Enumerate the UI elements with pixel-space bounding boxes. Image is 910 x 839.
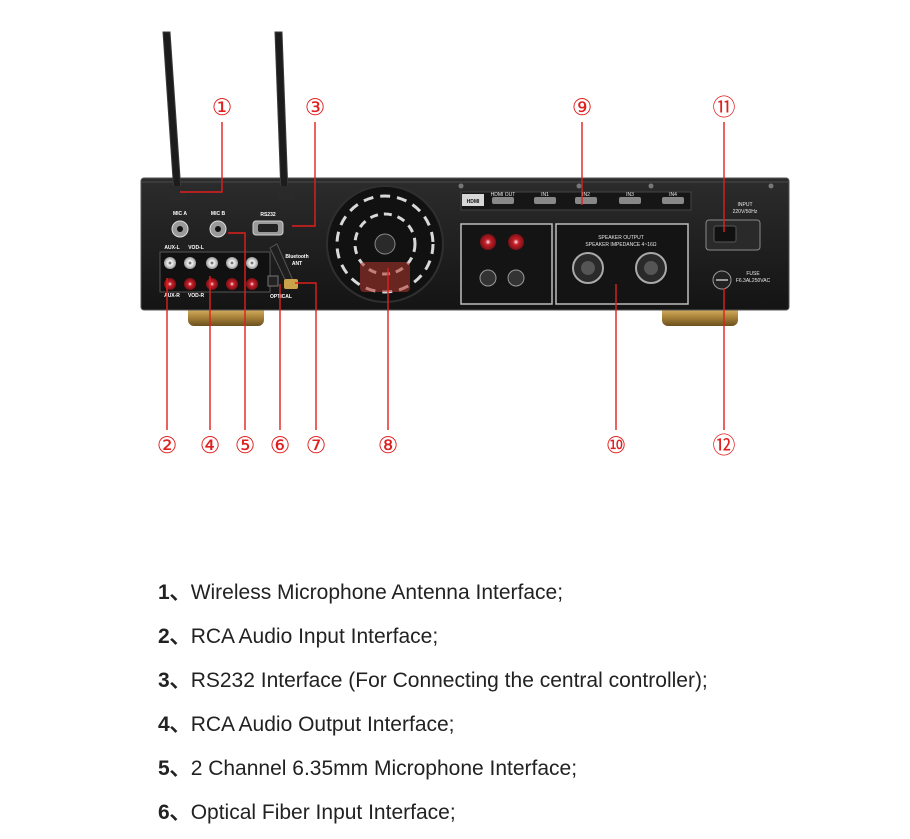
legend-number: 4、 (158, 713, 191, 736)
callout-5: ⑤ (235, 432, 256, 458)
optical-label: OPTICAL (270, 294, 292, 300)
legend-item: 6、Optical Fiber Input Interface; (158, 795, 878, 839)
aux-r-label: AUX-R (164, 293, 180, 299)
legend-number: 6、 (158, 801, 191, 824)
hdmi-out-label: HDMI OUT (491, 192, 516, 198)
speaker-output-label: SPEAKER OUTPUT (598, 235, 644, 241)
legend-number: 5、 (158, 757, 191, 780)
in3-label: IN3 (626, 192, 634, 198)
callout-9: ⑨ (572, 94, 593, 120)
in1-label: IN1 (541, 192, 549, 198)
legend-item: 2、RCA Audio Input Interface; (158, 619, 878, 663)
callout-3: ③ (305, 94, 326, 120)
vod-r-label: VOD-R (188, 293, 205, 299)
legend-text: 2 Channel 6.35mm Microphone Interface; (190, 757, 578, 780)
speaker-terminals-icon (460, 223, 553, 305)
callout-12: ⑫ (713, 432, 736, 458)
fuse-holder-icon (712, 270, 732, 290)
callout-8: ⑧ (378, 432, 399, 458)
input-label: INPUT (738, 202, 753, 208)
mic-b-label: MIC B (211, 211, 226, 217)
mic-a-label: MIC A (173, 211, 187, 217)
callout-1: ① (212, 94, 233, 120)
power-inlet-icon (705, 219, 761, 251)
microphone-jack-icon (171, 220, 227, 238)
callout-2: ② (157, 432, 178, 458)
legend-number: 3、 (158, 669, 191, 692)
hdmi-label: HDMI (467, 199, 480, 205)
cooling-fan-icon (326, 185, 444, 303)
legend-text: RS232 Interface (For Connecting the cent… (190, 669, 708, 692)
antenna-icon (162, 31, 293, 200)
legend-item: 5、2 Channel 6.35mm Microphone Interface; (158, 751, 878, 795)
callout-11: ⑪ (713, 94, 736, 120)
legend-number: 2、 (158, 625, 191, 648)
in2-label: IN2 (582, 192, 590, 198)
callout-leaders (166, 122, 725, 430)
aux-l-label: AUX-L (164, 245, 179, 251)
rs232-port-icon (252, 220, 284, 236)
legend-item: 4、RCA Audio Output Interface; (158, 707, 878, 751)
bluetooth-antenna-icon (269, 243, 298, 289)
rca-jack-icon (159, 251, 271, 293)
legend-text: RCA Audio Input Interface; (190, 625, 439, 648)
callout-10: ⑩ (606, 432, 627, 458)
legend-text: Optical Fiber Input Interface; (190, 801, 456, 824)
legend-text: RCA Audio Output Interface; (190, 713, 455, 736)
legend-item: 1、Wireless Microphone Antenna Interface; (158, 575, 878, 619)
vod-l-label: VOD-L (188, 245, 204, 251)
ant-label: ANT (292, 261, 302, 267)
optical-port-icon (267, 275, 279, 287)
legend-text: Wireless Microphone Antenna Interface; (190, 581, 564, 604)
input-rating-label: 220V/50Hz (733, 209, 758, 215)
speakon-output-icon (555, 223, 689, 305)
interface-legend: 1、Wireless Microphone Antenna Interface;… (158, 575, 878, 839)
fuse-rating-label: F6.3AL250VAC (736, 278, 771, 284)
rs232-label: RS232 (260, 212, 276, 218)
in4-label: IN4 (669, 192, 677, 198)
callout-4: ④ (200, 432, 221, 458)
callout-6: ⑥ (270, 432, 291, 458)
fuse-label: FUSE (746, 271, 760, 277)
speaker-impedance-label: SPEAKER IMPEDANCE 4~16Ω (585, 242, 656, 248)
bluetooth-label: Bluetooth (285, 254, 308, 260)
hdmi-ports-icon (460, 191, 692, 211)
legend-item: 3、RS232 Interface (For Connecting the ce… (158, 663, 878, 707)
legend-number: 1、 (158, 581, 191, 604)
callout-7: ⑦ (306, 432, 327, 458)
